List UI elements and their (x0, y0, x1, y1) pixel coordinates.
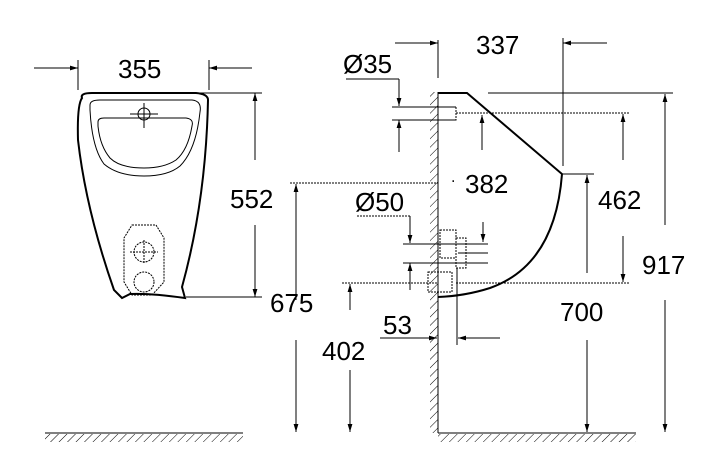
dim-lip-height: 462 (598, 185, 641, 215)
dim-waste-projection: 53 (383, 310, 412, 340)
dim-depth-top: 337 (476, 30, 519, 60)
dim-inlet-diameter: Ø35 (343, 49, 392, 79)
dim-outlet-diameter: Ø50 (355, 187, 404, 217)
urinal-front-outline (76, 92, 210, 300)
urinal-side-outline (437, 92, 564, 298)
floor-hatch-left (45, 434, 243, 442)
front-view: 355 552 675 402 (34, 54, 438, 442)
dim-height-waste: 402 (322, 336, 365, 366)
dim-inlet-to-lip: 382 (465, 169, 508, 199)
dim-height-front: 552 (230, 184, 273, 214)
urinal-front-bowl (89, 99, 201, 177)
dim-lip-floor: 700 (560, 297, 603, 327)
dim-height-outlet: 675 (270, 288, 313, 318)
point-marker-icon: · (451, 174, 455, 190)
floor-hatch-right (438, 434, 636, 442)
outlet-plate (123, 224, 165, 296)
dim-rim-height: 917 (642, 250, 685, 280)
dim-width-front: 355 (118, 54, 161, 84)
side-view: 337 Ø35 · 382 462 917 700 Ø50 5 (343, 30, 685, 442)
